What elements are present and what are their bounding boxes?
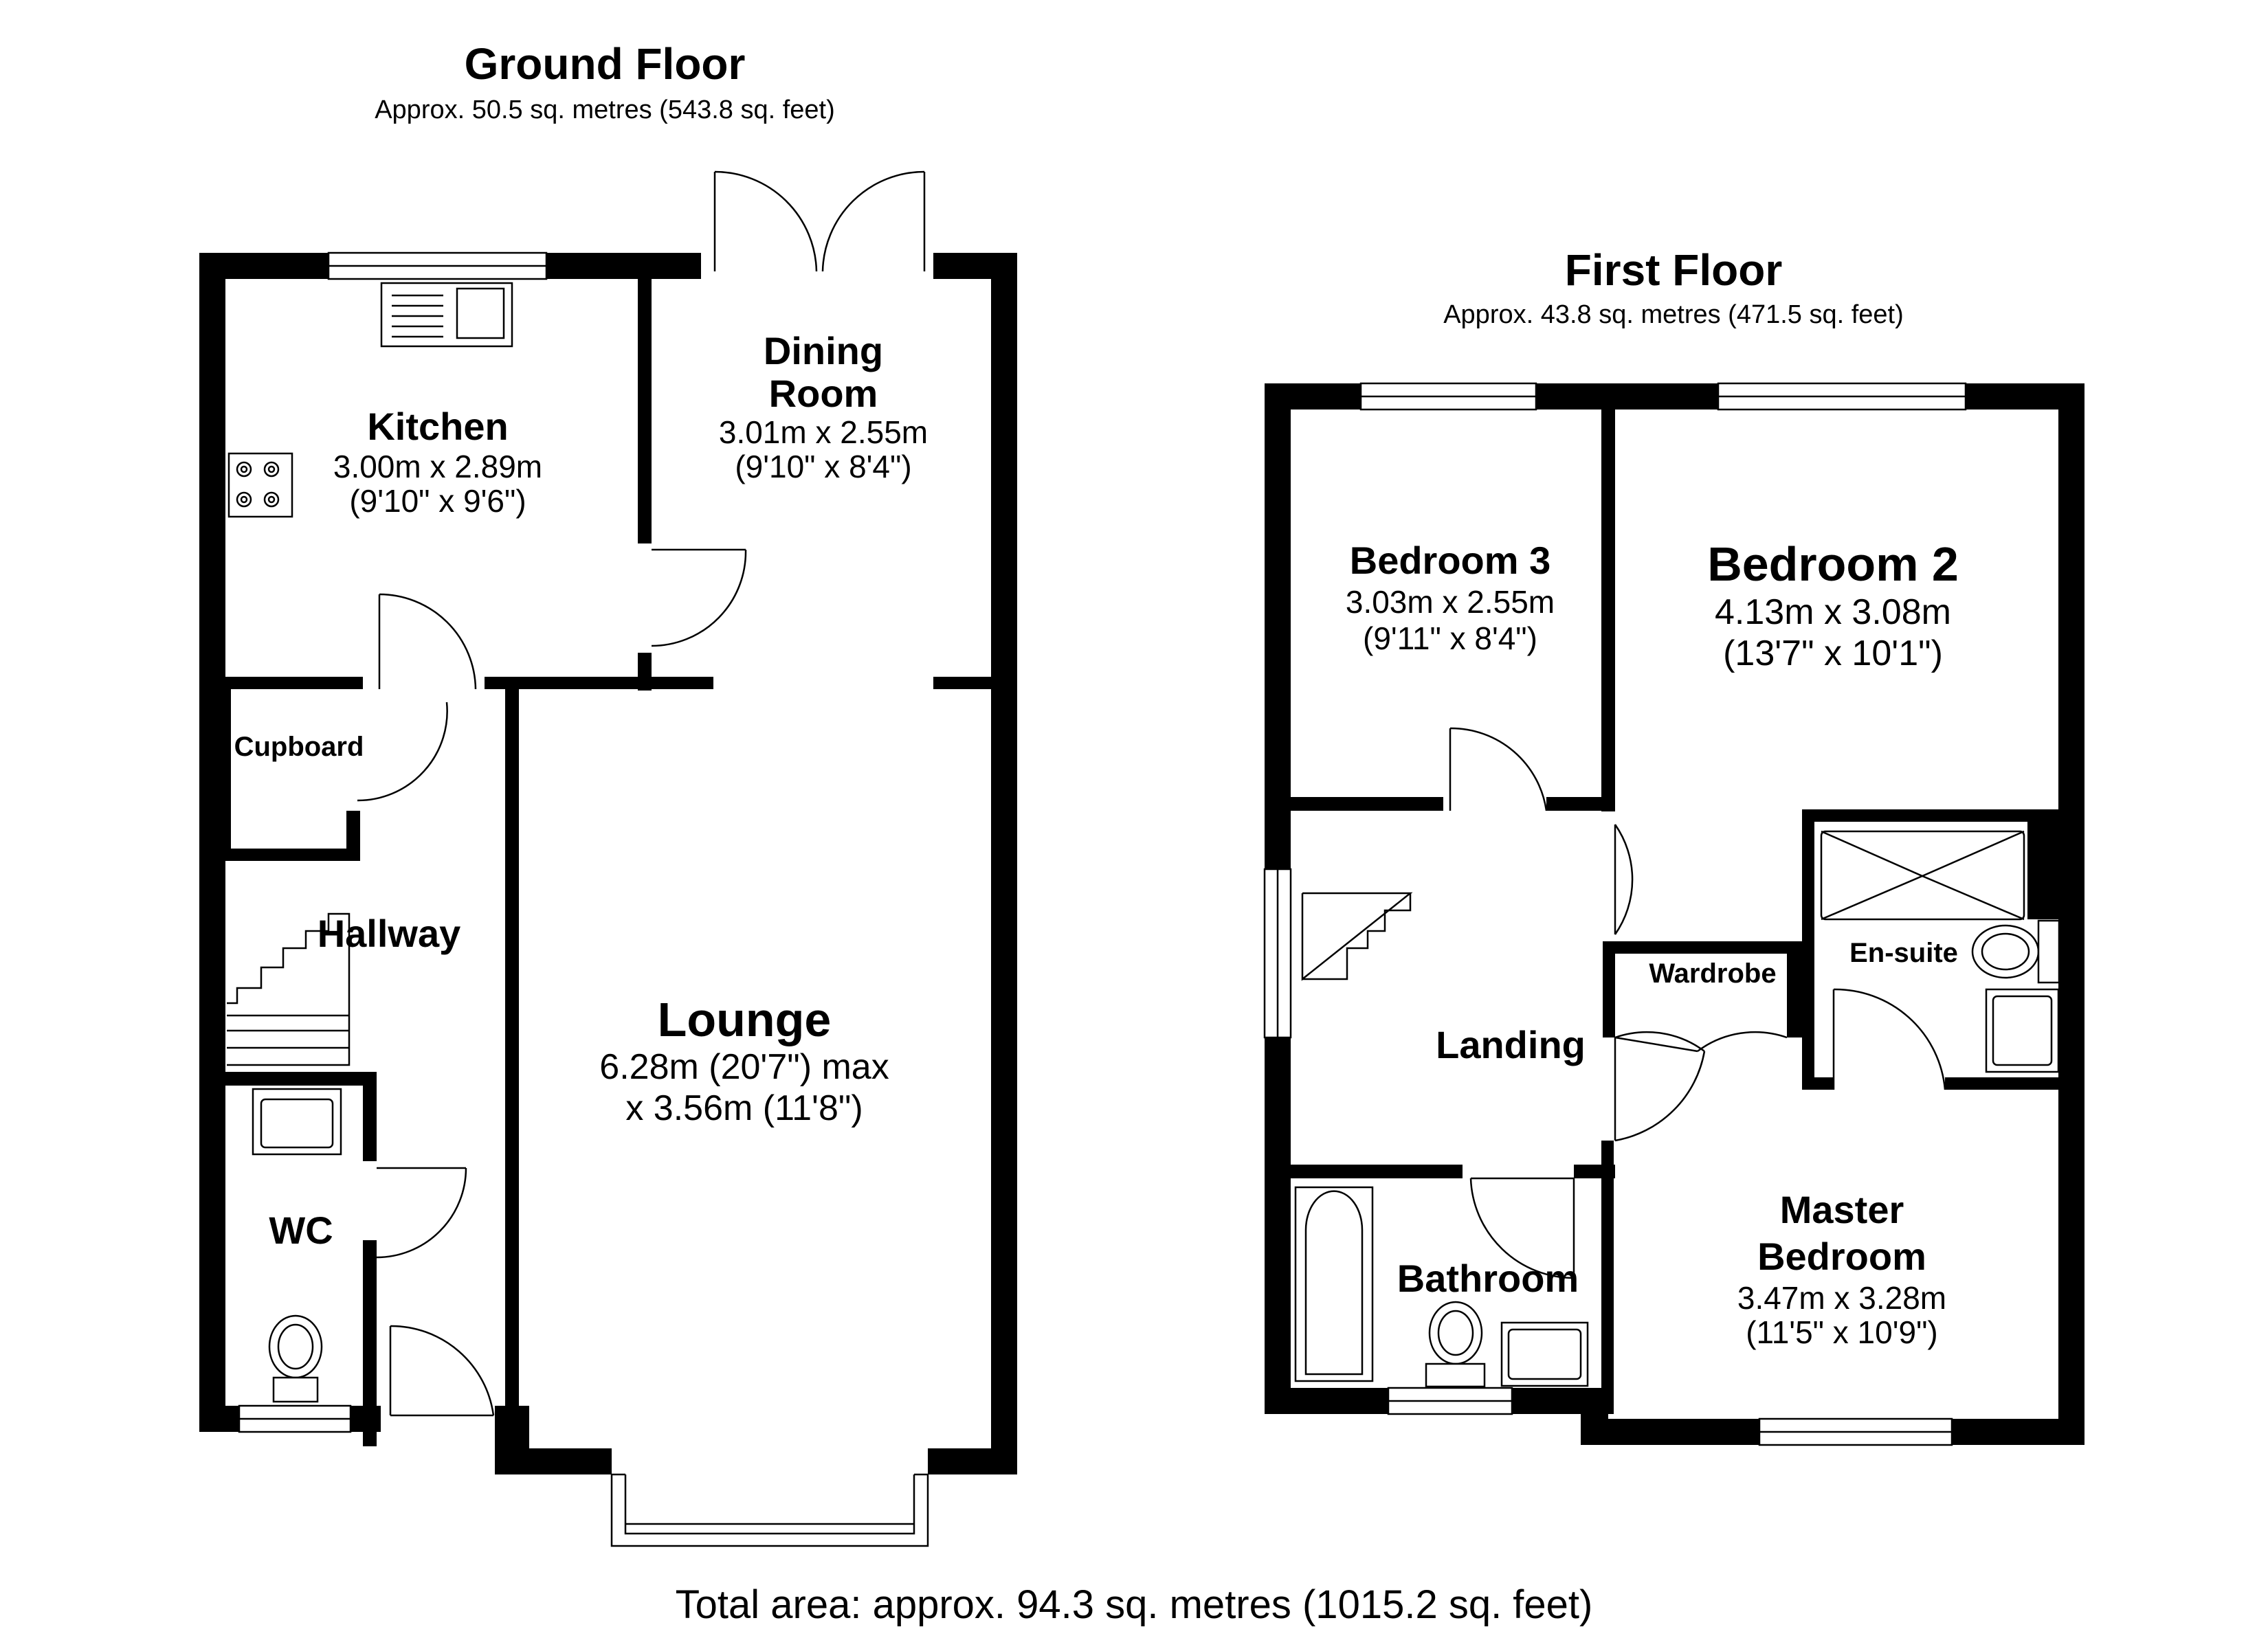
ensuite-shower <box>1820 830 2025 921</box>
kitchen-dim-m: 3.00m x 2.89m <box>333 449 542 484</box>
bedroom2-dim-m: 4.13m x 3.08m <box>1715 592 1951 632</box>
lounge-dim-line1: 6.28m (20'7") max <box>599 1047 889 1087</box>
wc-name: WC <box>269 1209 333 1252</box>
lounge-dim-line2: x 3.56m (11'8") <box>625 1088 863 1128</box>
kitchen-sink <box>380 282 513 348</box>
first-floor-walls <box>1265 383 2084 1445</box>
dining-french-doors <box>713 170 926 272</box>
bedroom3-name: Bedroom 3 <box>1350 539 1551 582</box>
kitchen-dim-ft: (9'10" x 9'6") <box>349 483 526 519</box>
first-floor-doors <box>1449 727 1946 1279</box>
ensuite-basin <box>1985 988 2060 1073</box>
master-name-line1: Master <box>1780 1188 1904 1231</box>
dining-dim-ft: (9'10" x 8'4") <box>735 449 911 484</box>
ground-floor-plan <box>199 170 1017 1547</box>
hallway-name: Hallway <box>318 912 461 955</box>
ground-floor-doors <box>357 170 926 1417</box>
first-floor-title: First Floor <box>1565 245 1782 295</box>
bathroom-bath <box>1294 1186 1374 1382</box>
ground-floor-title: Ground Floor <box>465 39 746 89</box>
landing-name: Landing <box>1436 1023 1586 1066</box>
master-dim-ft: (11'5" x 10'9") <box>1746 1314 1938 1350</box>
bedroom3-dim-ft: (9'11" x 8'4") <box>1363 620 1537 656</box>
ground-floor-walls <box>199 253 1017 1474</box>
ground-floor-area: Approx. 50.5 sq. metres (543.8 sq. feet) <box>375 96 835 124</box>
bathroom-basin <box>1500 1321 1589 1387</box>
lounge-bay-window <box>610 1473 929 1547</box>
first-floor-labels: First Floor Approx. 43.8 sq. metres (471… <box>1346 245 1959 1350</box>
bathroom-name: Bathroom <box>1397 1257 1579 1300</box>
bathroom-toilet <box>1425 1301 1486 1388</box>
master-name-line2: Bedroom <box>1757 1235 1926 1278</box>
dining-name-line2: Room <box>769 372 878 415</box>
dining-name-line1: Dining <box>764 329 883 372</box>
wc-basin <box>252 1088 342 1156</box>
kitchen-hob <box>227 452 293 518</box>
wardrobe-name: Wardrobe <box>1649 958 1776 989</box>
wc-toilet <box>268 1314 323 1403</box>
bedroom3-dim-m: 3.03m x 2.55m <box>1346 584 1555 620</box>
lounge-name: Lounge <box>658 993 832 1046</box>
ground-floor-labels: Ground Floor Approx. 50.5 sq. metres (54… <box>234 39 929 1252</box>
first-floor-area: Approx. 43.8 sq. metres (471.5 sq. feet) <box>1443 300 1904 329</box>
first-floor-plan <box>1263 382 2084 1446</box>
bedroom2-name: Bedroom 2 <box>1707 537 1959 591</box>
ensuite-toilet <box>1971 919 2060 984</box>
kitchen-name: Kitchen <box>367 405 508 448</box>
total-area: Total area: approx. 94.3 sq. metres (101… <box>676 1582 1593 1627</box>
first-stairs <box>1301 892 1413 981</box>
ensuite-name: En-suite <box>1849 938 1958 968</box>
ground-floor-windows <box>238 251 929 1547</box>
ground-stairs <box>227 912 351 1066</box>
bedroom2-dim-ft: (13'7" x 10'1") <box>1723 633 1943 673</box>
cupboard-name: Cupboard <box>234 732 364 762</box>
master-dim-m: 3.47m x 3.28m <box>1737 1280 1946 1316</box>
dining-dim-m: 3.01m x 2.55m <box>719 414 928 450</box>
first-floor-windows <box>1263 382 1967 1446</box>
